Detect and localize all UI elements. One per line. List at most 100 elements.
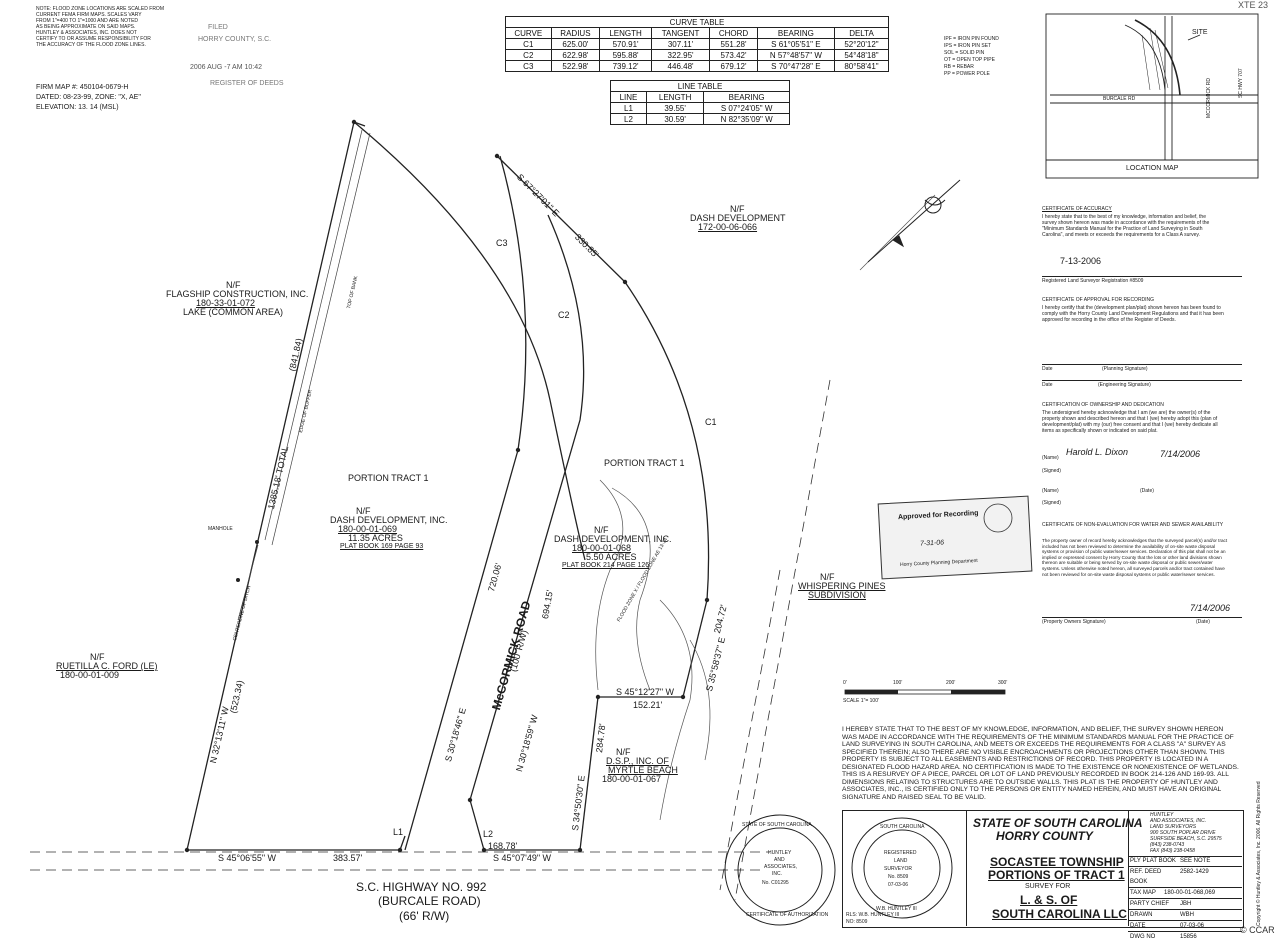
surveyor-seal-name: W.B. HUNTLEY III xyxy=(876,906,917,912)
auth-seal-ring-top: STATE OF SOUTH CAROLINA xyxy=(742,822,812,828)
cert-accuracy-date: 7-13-2006 xyxy=(1060,256,1102,266)
legend-item: IPF = IRON PIN FOUND xyxy=(944,36,999,42)
parcel-nf: N/F xyxy=(730,204,745,214)
header-cell: LENGTH xyxy=(645,91,705,103)
scale-bar xyxy=(844,689,1006,695)
cell: 52°20'12" xyxy=(833,38,890,50)
mccormick-west-edge xyxy=(404,449,519,851)
cell: N 57°48'57" W xyxy=(756,49,835,61)
location-map-title: LOCATION MAP xyxy=(1126,165,1179,172)
info-key: DRAWN xyxy=(1130,912,1153,918)
distance-label: 152.21' xyxy=(633,700,663,710)
parcel-name: WHISPERING PINES xyxy=(798,581,886,591)
header-cell: TANGENT xyxy=(650,27,711,39)
legend-item: SOL = SOLID PIN xyxy=(944,50,985,56)
curve-table: CURVE TABLE CURVE RADIUS LENGTH TANGENT … xyxy=(505,16,890,72)
parcel-id: 180-00-01-009 xyxy=(60,670,120,680)
flood-note-line: HUNTLEY & ASSOCIATES, INC. DOES NOT xyxy=(36,30,137,36)
cell: C1 xyxy=(505,38,552,50)
title-rls: RLS: W.B. HUNTLEY III xyxy=(846,912,900,918)
legend: IPF = IRON PIN FOUND IPS = IRON PIN SET … xyxy=(944,36,999,78)
firm-map-number: FIRM MAP #: 450104-0679-H xyxy=(36,84,129,91)
cell: 446.48' xyxy=(650,60,711,72)
parcel-id: 180-00-01-067 xyxy=(602,774,662,784)
cell: 570.91' xyxy=(599,38,652,50)
header-cell: RADIUS xyxy=(550,27,601,39)
title-client-2: SOUTH CAROLINA LLC xyxy=(992,907,1127,921)
cert-nonevaluation-signed-date: 7/14/2006 xyxy=(1190,603,1231,613)
parcel-id: 172-00-06-066 xyxy=(698,222,758,232)
signature-line xyxy=(1042,364,1242,365)
flood-note-line: FROM 1"=400 TO 1"=1000 AND ARE NOTED xyxy=(36,18,139,24)
auth-seal-line: HUNTLEY xyxy=(768,850,792,856)
line-table-header: LINE LENGTH BEARING xyxy=(610,91,790,103)
info-key: DWG NO xyxy=(1130,934,1156,940)
scale-tick: 100' xyxy=(893,680,903,686)
cert-ownership-name-label-2: (Name) xyxy=(1042,488,1059,494)
approval-stamp-box xyxy=(877,495,1033,580)
parcel-name: DASH DEVELOPMENT xyxy=(690,213,786,223)
surveyor-statement: I HEREBY STATE THAT TO THE BEST OF MY KN… xyxy=(842,726,1239,801)
parcel-nf: N/F xyxy=(616,747,631,757)
info-value: 180-00-01-068,069 xyxy=(1164,890,1216,896)
info-value: 15856 xyxy=(1180,934,1197,940)
curve-table-title: CURVE TABLE xyxy=(505,16,889,28)
surveyor-seal-ring xyxy=(851,817,953,919)
header-cell: LINE xyxy=(610,91,647,103)
tract-portion-label: PORTION TRACT 1 xyxy=(348,473,429,483)
cell: L1 xyxy=(610,102,647,114)
filed-stamp-line: HORRY COUNTY, S.C. xyxy=(198,36,272,43)
info-key: PLY PLAT BOOK xyxy=(1130,858,1176,864)
title-block xyxy=(842,810,1244,928)
cert-nonevaluation-date-label: (Date) xyxy=(1196,619,1210,625)
surveyor-seal-line: SURVEYOR xyxy=(884,866,912,872)
filed-stamp-date: 2006 AUG -7 AM 10:42 xyxy=(190,64,262,71)
cell: 551.28' xyxy=(709,38,758,50)
auth-seal-line: INC. xyxy=(772,871,782,877)
scale-tick: 200' xyxy=(946,680,956,686)
firm-line: (843) 238-0743 xyxy=(1150,842,1185,848)
location-map-road: SC HWY 707 xyxy=(1238,68,1244,98)
north-arrow-icon xyxy=(867,179,961,263)
signature-line xyxy=(1042,617,1242,618)
signature-line xyxy=(1042,380,1242,381)
cert-nonevaluation-owner-sig: (Property Owners Signature) xyxy=(1042,619,1106,625)
info-row: DWG NO 15856 xyxy=(1128,932,1242,942)
cell: C2 xyxy=(505,49,552,61)
info-key: DATE xyxy=(1130,923,1146,929)
title-rls-no: NO: 8509 xyxy=(846,919,868,925)
curve-c3 xyxy=(353,121,586,561)
info-value: 07-03-06 xyxy=(1180,923,1205,929)
curve-table-header: CURVE RADIUS LENGTH TANGENT CHORD BEARIN… xyxy=(505,27,890,39)
legend-item: OT = OPEN TOP PIPE xyxy=(944,57,995,63)
cert-ownership-signed-label: (Signed) xyxy=(1042,468,1061,474)
line-label-l1: L1 xyxy=(393,827,404,837)
top-right-line xyxy=(496,155,626,283)
parcel-nf: N/F xyxy=(356,506,371,516)
line-table: LINE TABLE LINE LENGTH BEARING L1 39.55'… xyxy=(610,80,790,125)
title-county: HORRY COUNTY xyxy=(996,829,1093,843)
curve-label-c3: C3 xyxy=(496,238,508,248)
parcel-id: 180-33-01-072 xyxy=(196,298,256,308)
header-cell: CURVE xyxy=(505,27,552,39)
mccormick-east-edge xyxy=(469,214,585,801)
flood-note-line: AS BEING APPROXIMATE ON SAID MAPS. xyxy=(36,24,136,30)
cell: 54°48'18" xyxy=(833,49,890,61)
info-key: TAX MAP xyxy=(1130,890,1156,896)
auth-seal-line: No. C01295 xyxy=(762,880,789,886)
cell: 30.59' xyxy=(645,113,705,125)
parcel-acres: 11.35 ACRES xyxy=(348,533,403,543)
parcel-acres: 5.50 ACRES xyxy=(586,552,637,562)
cert-approval-body: I hereby certify that the (development p… xyxy=(1042,305,1224,323)
flood-note-line: NOTE: FLOOD ZONE LOCATIONS ARE SCALED FR… xyxy=(36,6,164,12)
bearing-label: S 45°06'55" W xyxy=(218,853,277,863)
parcel-name-2: MYRTLE BEACH xyxy=(608,765,678,775)
copyright-note: Copyright © Huntley & Associates, Inc. 2… xyxy=(1256,781,1262,926)
elevation: ELEVATION: 13. 14 (MSL) xyxy=(36,104,119,111)
legend-item: RB = REBAR xyxy=(944,64,974,70)
cell: 80°58'41" xyxy=(833,60,890,72)
tract-portion-label: PORTION TRACT 1 xyxy=(604,458,685,468)
